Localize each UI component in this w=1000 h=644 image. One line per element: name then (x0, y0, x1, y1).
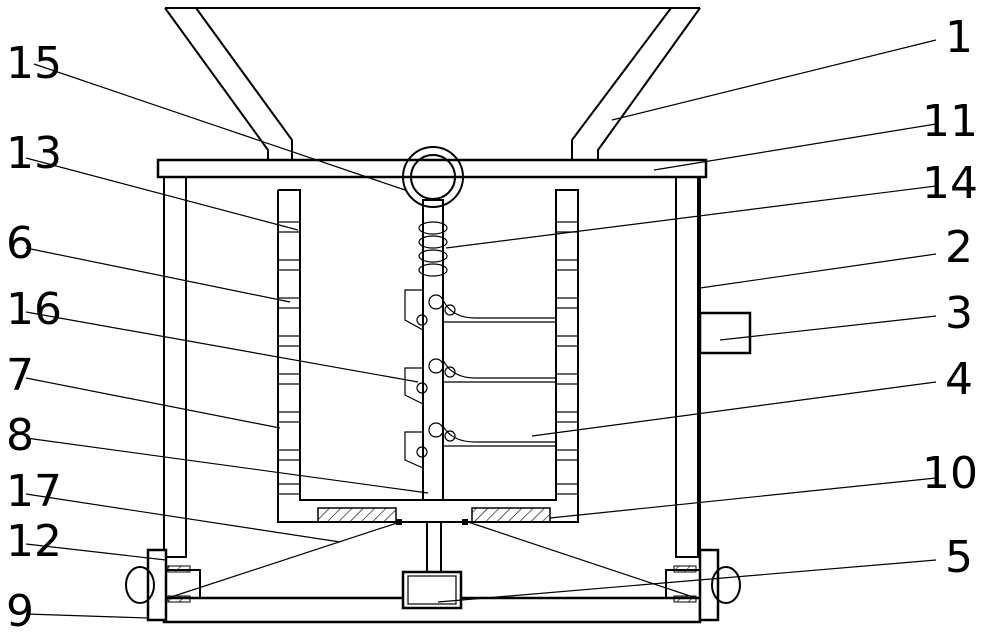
label-part-15: 15 (6, 38, 62, 89)
label-part-8: 8 (6, 410, 34, 461)
label-part-2: 2 (945, 222, 973, 273)
screen-holes-right (555, 221, 579, 495)
side-outlet (698, 311, 752, 355)
inner-drum (277, 189, 579, 523)
part-labels: 1 2 3 4 5 6 7 8 9 10 11 12 13 14 15 16 1… (6, 12, 978, 637)
outer-housing (163, 176, 701, 623)
label-part-11: 11 (922, 96, 978, 147)
label-part-4: 4 (945, 354, 973, 405)
screen-holes-left (277, 221, 301, 495)
label-part-9: 9 (6, 586, 34, 637)
label-part-14: 14 (922, 158, 978, 209)
hatched-support-left (317, 507, 397, 523)
top-bearing (402, 146, 464, 208)
hatched-support-right (471, 507, 551, 523)
label-part-6: 6 (6, 218, 34, 269)
label-part-17: 17 (6, 466, 62, 517)
gears (416, 294, 456, 458)
label-part-13: 13 (6, 128, 62, 179)
label-part-16: 16 (6, 284, 62, 335)
central-shaft (400, 199, 468, 573)
left-fitting (125, 548, 201, 622)
top-plate (156, 158, 708, 179)
spring (418, 221, 448, 277)
label-part-3: 3 (945, 288, 973, 339)
motor (401, 570, 463, 610)
label-part-5: 5 (945, 532, 973, 583)
stirring-blades (404, 289, 556, 469)
right-fitting (665, 548, 741, 622)
leader-lines (25, 39, 937, 619)
label-part-7: 7 (6, 350, 34, 401)
label-part-1: 1 (945, 12, 973, 63)
label-part-12: 12 (6, 516, 62, 567)
label-part-10: 10 (922, 448, 978, 499)
hopper (164, 7, 701, 168)
pull-wires (167, 519, 697, 599)
